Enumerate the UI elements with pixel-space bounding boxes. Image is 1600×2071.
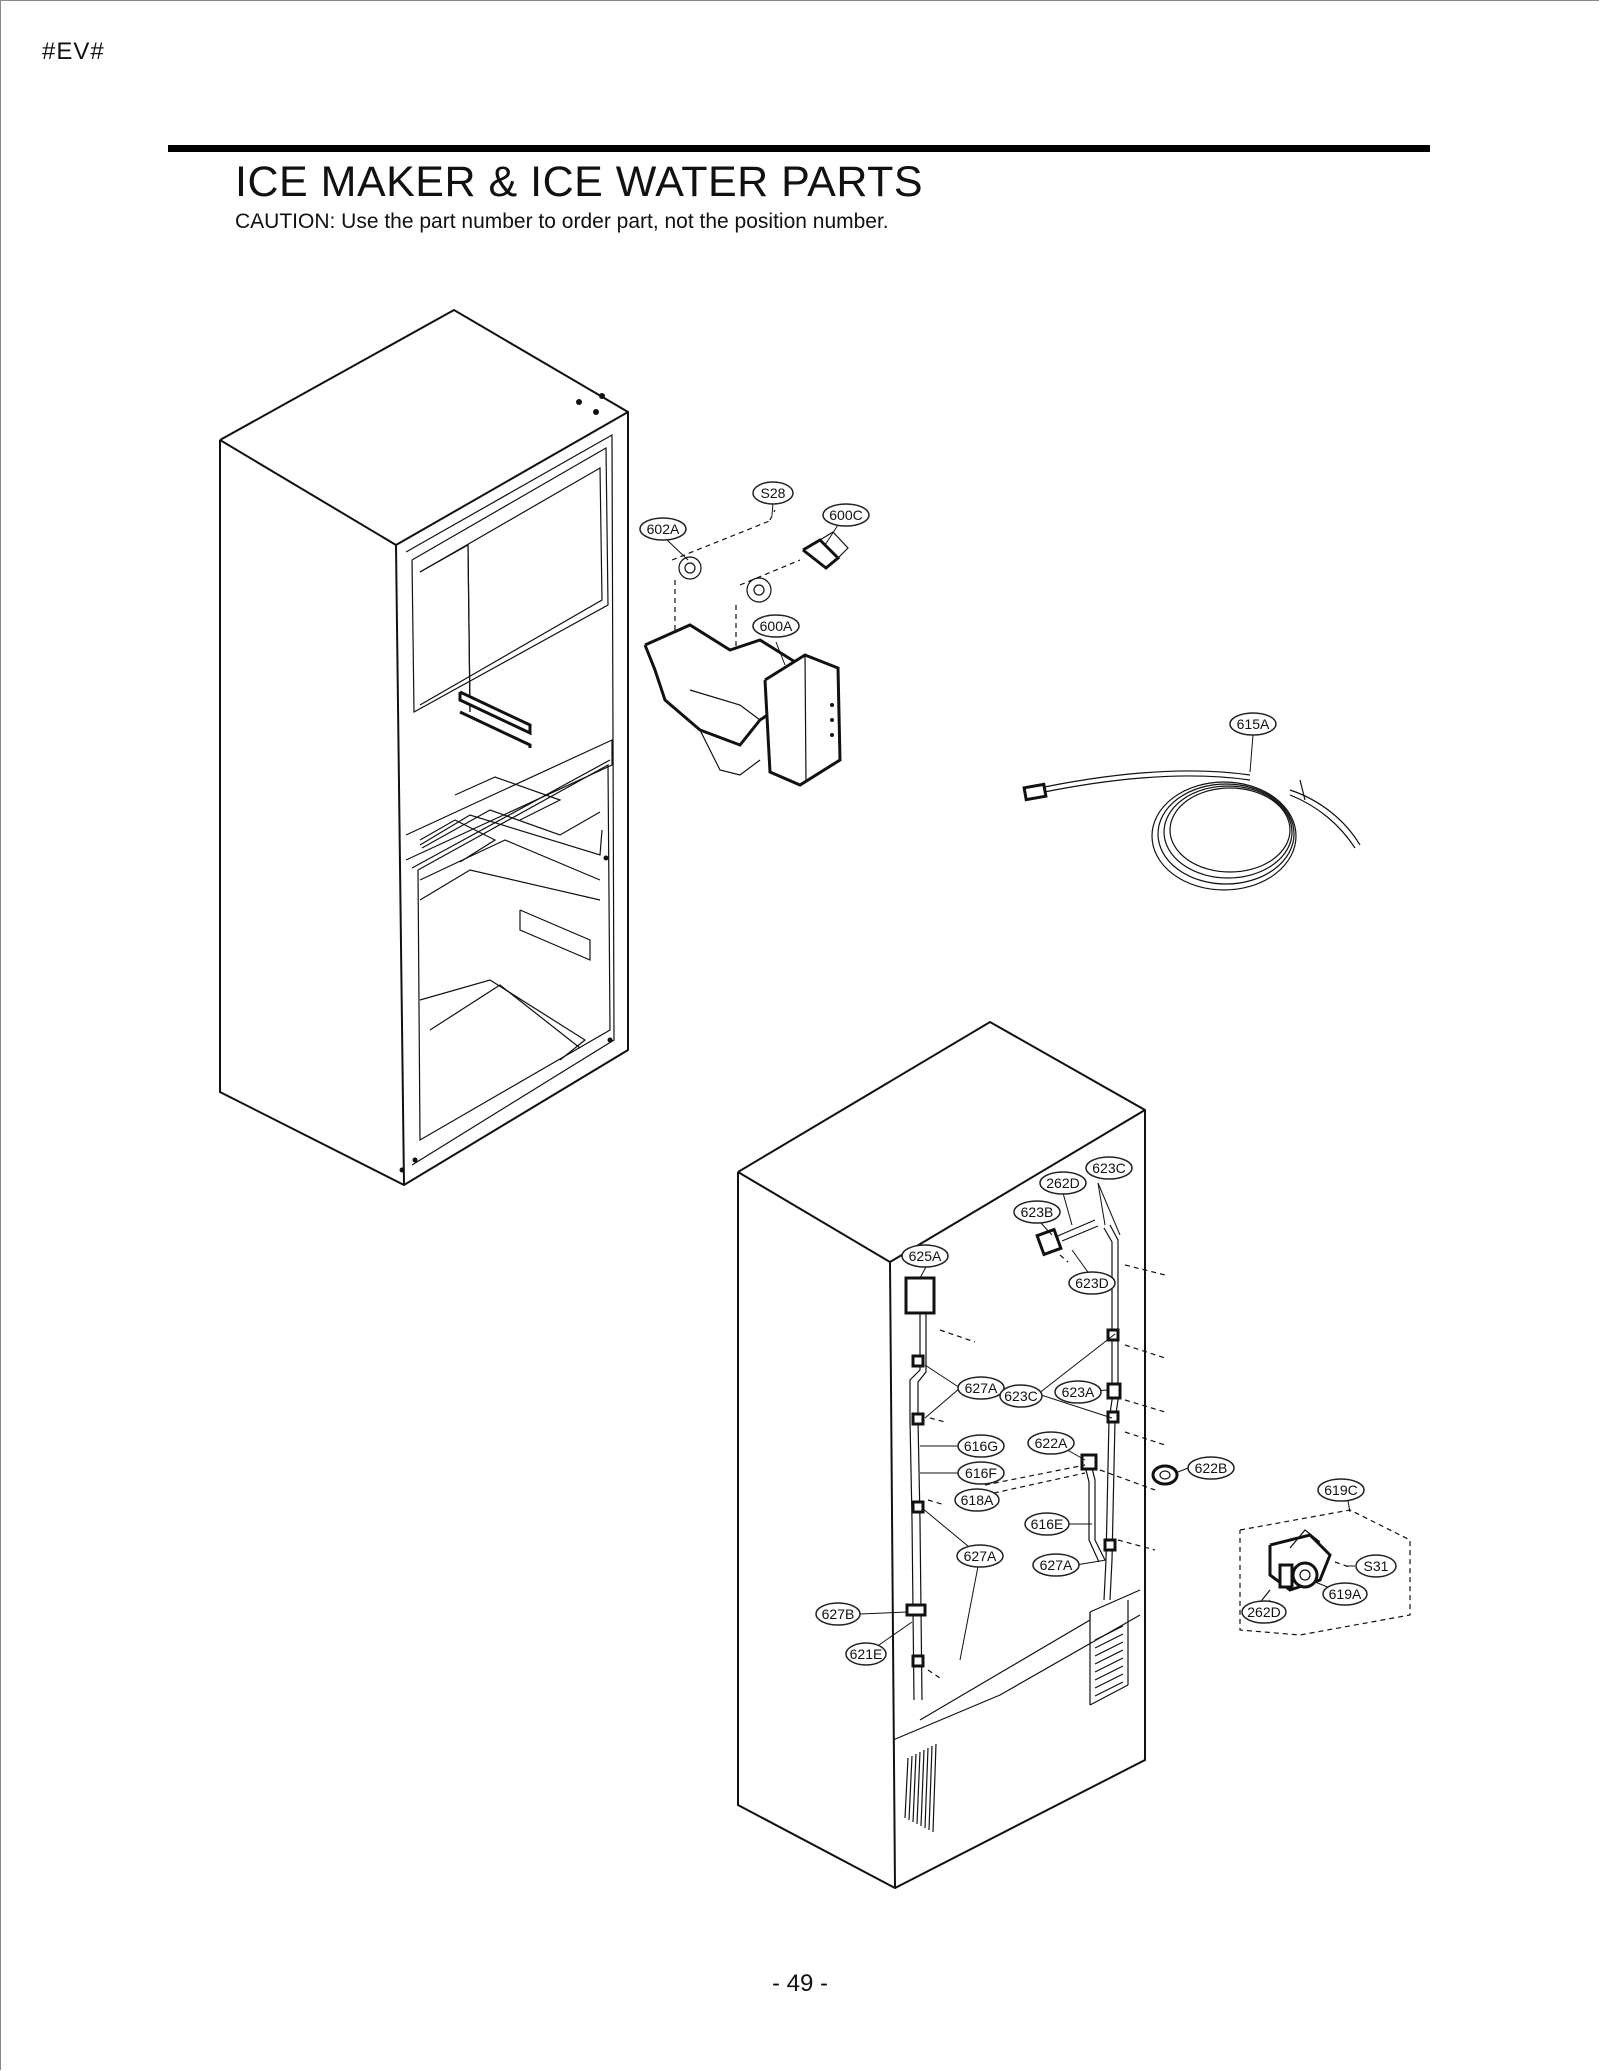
callout-621e: 621E <box>845 1642 887 1666</box>
callout-623c: 623C <box>999 1384 1043 1408</box>
callout-623b: 623B <box>1013 1200 1061 1224</box>
callout-label: 615A <box>1237 716 1270 732</box>
callout-627a: 627A <box>956 1544 1004 1568</box>
callout-label: 616E <box>1031 1516 1064 1532</box>
callout-618a: 618A <box>954 1488 1000 1512</box>
callout-622a: 622A <box>1027 1431 1075 1455</box>
page-title: ICE MAKER & ICE WATER PARTS <box>235 158 924 206</box>
page-number: - 49 - <box>771 1970 828 1997</box>
refrigerator-rear-cabinet <box>737 1020 1179 1890</box>
callout-label: 623A <box>1062 1384 1095 1400</box>
title-rule <box>168 145 1430 152</box>
caution-note: CAUTION: Use the part number to order pa… <box>235 210 889 233</box>
callout-label: 616F <box>965 1465 997 1481</box>
callout-label: 262D <box>1046 1175 1079 1191</box>
callout-616e: 616E <box>1024 1512 1070 1536</box>
model-code: #EV# <box>42 38 105 65</box>
callout-619a: 619A <box>1322 1582 1368 1606</box>
callout-627b: 627B <box>815 1602 861 1626</box>
callout-label: 627A <box>965 1380 998 1396</box>
callout-label: 600A <box>760 618 793 634</box>
callout-600a: 600A <box>752 614 800 638</box>
callout-262d: 262D <box>1241 1600 1287 1624</box>
callout-label: 619C <box>1324 1482 1357 1498</box>
callout-label: 602A <box>647 521 680 537</box>
callout-623a: 623A <box>1054 1380 1102 1404</box>
callout-627a: 627A <box>1032 1553 1080 1577</box>
callout-619c: 619C <box>1317 1478 1365 1502</box>
callout-label: 623B <box>1021 1204 1054 1220</box>
callout-label: S28 <box>761 485 786 501</box>
callout-262d: 262D <box>1039 1171 1087 1195</box>
callout-600c: 600C <box>822 503 870 527</box>
callout-label: 623D <box>1075 1275 1108 1291</box>
callout-label: 625A <box>909 1248 942 1264</box>
callout-s28: S28 <box>752 481 794 505</box>
ice-maker-assembly <box>643 509 849 787</box>
callout-616g: 616G <box>957 1434 1005 1458</box>
callout-label: 618A <box>961 1492 994 1508</box>
water-valve-assembly <box>1239 1509 1411 1636</box>
callout-label: 623C <box>1004 1388 1037 1404</box>
callout-627a: 627A <box>957 1376 1005 1400</box>
water-tube-coil <box>1022 770 1361 891</box>
callout-label: 262D <box>1247 1604 1280 1620</box>
callout-615a: 615A <box>1229 712 1277 736</box>
callout-622b: 622B <box>1187 1456 1235 1480</box>
callout-label: 627A <box>1040 1557 1073 1573</box>
callout-616f: 616F <box>957 1461 1005 1485</box>
callout-623c: 623C <box>1085 1156 1133 1180</box>
callout-625a: 625A <box>901 1244 949 1268</box>
rear-grille <box>904 1600 1129 1833</box>
callout-label: 621E <box>850 1646 883 1662</box>
callout-label: 622A <box>1035 1435 1068 1451</box>
callout-label: 600C <box>829 507 862 523</box>
callout-label: 619A <box>1329 1586 1362 1602</box>
callout-label: 622B <box>1195 1460 1228 1476</box>
callout-label: 623C <box>1092 1160 1125 1176</box>
callout-label: 627B <box>822 1606 855 1622</box>
refrigerator-front-cabinet <box>219 308 629 1187</box>
callout-602a: 602A <box>639 517 687 541</box>
callout-623d: 623D <box>1068 1271 1116 1295</box>
callout-label: 616G <box>964 1438 998 1454</box>
callout-s31: S31 <box>1355 1554 1397 1578</box>
callout-label: 627A <box>964 1548 997 1564</box>
callout-label: S31 <box>1364 1558 1389 1574</box>
